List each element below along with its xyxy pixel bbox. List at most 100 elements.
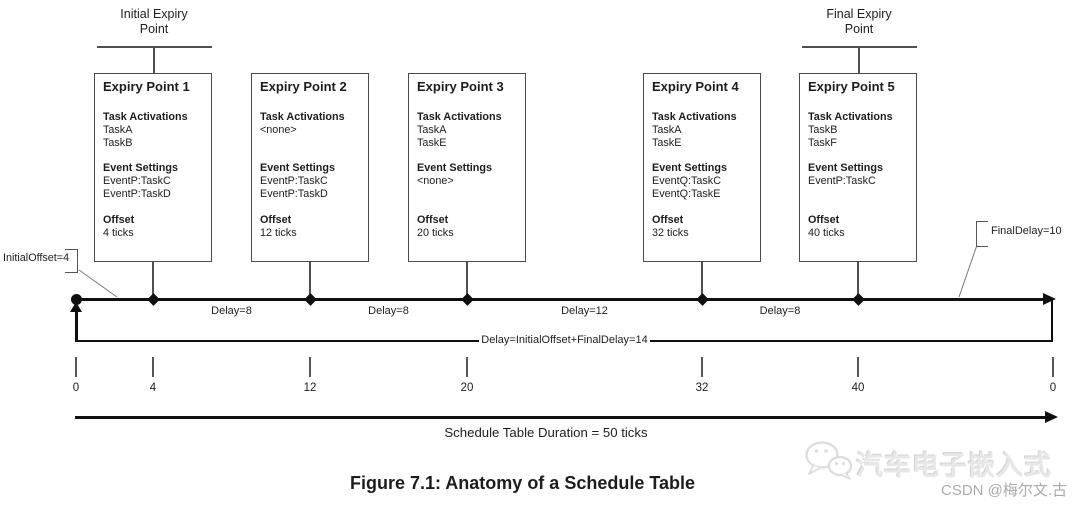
wechat-logo-icon bbox=[805, 441, 853, 480]
task-activations-item: TaskA bbox=[652, 124, 682, 137]
task-activations-label: Task Activations bbox=[260, 111, 345, 123]
tick-mark-1 bbox=[75, 357, 77, 377]
connector-line-5 bbox=[857, 262, 859, 299]
task-activations-label: Task Activations bbox=[808, 111, 893, 123]
delay-label-1: Delay=8 bbox=[211, 305, 252, 317]
expiry-marker-1 bbox=[146, 292, 160, 306]
event-settings-label: Event Settings bbox=[417, 162, 492, 174]
event-settings-label: Event Settings bbox=[808, 162, 883, 174]
connector-line-2 bbox=[309, 262, 311, 299]
final-delay-bracket bbox=[976, 221, 988, 247]
delay-label-2: Delay=8 bbox=[368, 305, 409, 317]
event-settings-item: EventP:TaskD bbox=[103, 188, 171, 201]
final-expiry-line1: Final Expiry bbox=[826, 7, 892, 21]
event-settings-section: Event Settings<none> bbox=[417, 162, 492, 188]
task-activations-item: <none> bbox=[260, 124, 297, 137]
event-settings-item: EventP:TaskC bbox=[808, 175, 876, 188]
offset-item: 32 ticks bbox=[652, 227, 689, 240]
offset-label: Offset bbox=[260, 214, 292, 226]
offset-label: Offset bbox=[808, 214, 840, 226]
wrap-delay-annotation: Delay=InitialOffset+FinalDelay=14 bbox=[76, 334, 1053, 346]
task-activations-item: TaskB bbox=[103, 137, 133, 150]
expiry-point-title: Expiry Point 1 bbox=[103, 79, 190, 94]
initial-offset-bracket bbox=[65, 249, 78, 273]
final-expiry-underline bbox=[802, 46, 917, 48]
task-activations-label: Task Activations bbox=[103, 111, 188, 123]
tick-mark-7 bbox=[1052, 357, 1054, 377]
event-settings-item: EventP:TaskD bbox=[260, 188, 328, 201]
tick-mark-4 bbox=[466, 357, 468, 377]
task-activations-item: TaskB bbox=[808, 124, 838, 137]
offset-label: Offset bbox=[417, 214, 449, 226]
tick-label-4: 20 bbox=[460, 382, 474, 394]
event-settings-item: EventP:TaskC bbox=[260, 175, 328, 188]
wrap-line-right bbox=[1050, 300, 1053, 341]
connector-line-3 bbox=[466, 262, 468, 299]
initial-expiry-line1: Initial Expiry bbox=[120, 7, 188, 21]
timeline-line bbox=[75, 297, 1047, 301]
tick-mark-5 bbox=[701, 357, 703, 377]
final-expiry-connector-line bbox=[858, 46, 860, 73]
tick-label-6: 40 bbox=[851, 382, 865, 394]
initial-expiry-line2: Point bbox=[139, 22, 169, 36]
expiry-point-title: Expiry Point 4 bbox=[652, 79, 739, 94]
duration-arrow-line bbox=[75, 415, 1045, 419]
tick-mark-6 bbox=[857, 357, 859, 377]
initial-offset-label: InitialOffset=4 bbox=[3, 252, 70, 264]
expiry-point-title: Expiry Point 3 bbox=[417, 79, 504, 94]
connector-line-1 bbox=[152, 262, 154, 299]
timeline-start-dot bbox=[70, 294, 82, 305]
tick-label-3: 12 bbox=[303, 382, 317, 394]
offset-label: Offset bbox=[652, 214, 684, 226]
event-settings-item: EventQ:TaskE bbox=[652, 188, 721, 201]
duration-arrowhead-icon bbox=[1045, 411, 1058, 423]
tick-mark-2 bbox=[152, 357, 154, 377]
final-delay-label: FinalDelay=10 bbox=[991, 225, 1062, 237]
wrap-line-left bbox=[75, 311, 78, 341]
initial-expiry-point-label: Initial Expiry Point bbox=[84, 7, 224, 37]
initial-expiry-connector-line bbox=[153, 46, 155, 73]
expiry-point-title: Expiry Point 5 bbox=[808, 79, 895, 94]
connector-line-4 bbox=[701, 262, 703, 299]
expiry-marker-2 bbox=[303, 292, 317, 306]
event-settings-item: <none> bbox=[417, 175, 454, 188]
initial-expiry-underline bbox=[97, 46, 212, 48]
event-settings-label: Event Settings bbox=[103, 162, 178, 174]
final-expiry-point-label: Final Expiry Point bbox=[789, 7, 929, 37]
tick-label-1: 0 bbox=[72, 382, 80, 394]
tick-label-7: 0 bbox=[1049, 382, 1057, 394]
wrap-arrowhead-up-icon bbox=[70, 302, 82, 312]
offset-item: 40 ticks bbox=[808, 227, 845, 240]
event-settings-label: Event Settings bbox=[260, 162, 335, 174]
tick-label-2: 4 bbox=[149, 382, 157, 394]
expiry-marker-4 bbox=[695, 292, 709, 306]
task-activations-item: TaskA bbox=[417, 124, 447, 137]
task-activations-label: Task Activations bbox=[652, 111, 737, 123]
watermark-credit-text: CSDN @梅尔文.古 bbox=[941, 482, 1068, 499]
task-activations-label: Task Activations bbox=[417, 111, 502, 123]
tick-mark-3 bbox=[309, 357, 311, 377]
offset-label: Offset bbox=[103, 214, 135, 226]
wrap-delay-text: Delay=InitialOffset+FinalDelay=14 bbox=[479, 334, 650, 346]
offset-item: 12 ticks bbox=[260, 227, 297, 240]
duration-label: Schedule Table Duration = 50 ticks bbox=[444, 425, 648, 440]
task-activations-section: Task Activations<none> bbox=[260, 111, 345, 137]
expiry-marker-5 bbox=[851, 292, 865, 306]
expiry-marker-3 bbox=[460, 292, 474, 306]
